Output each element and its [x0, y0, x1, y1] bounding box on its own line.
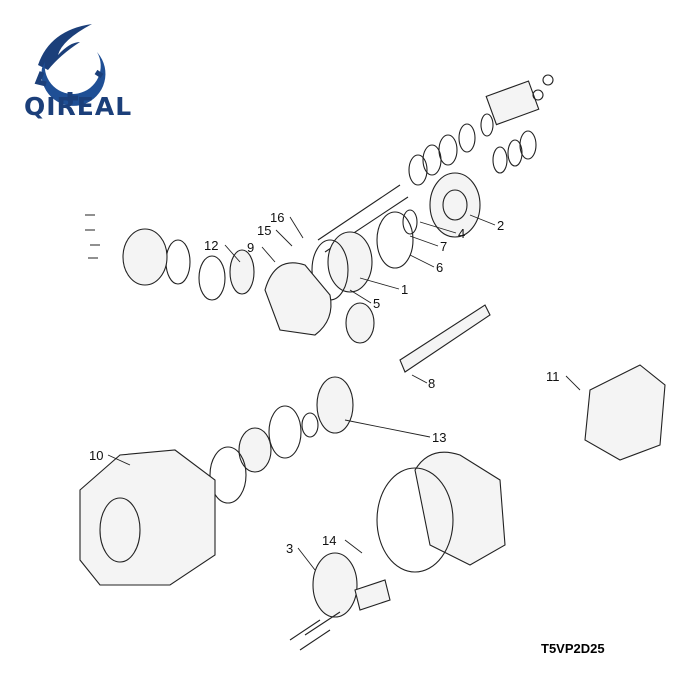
callout-10: 10 — [89, 448, 104, 463]
callout-5: 5 — [373, 296, 381, 311]
leader-lines — [107, 214, 581, 571]
callout-15: 15 — [257, 223, 272, 238]
callout-12: 12 — [204, 238, 219, 253]
middle-assembly — [79, 364, 666, 651]
callout-13: 13 — [432, 430, 447, 445]
callout-4: 4 — [458, 226, 466, 241]
upper-assembly — [85, 74, 554, 373]
callout-14: 14 — [322, 533, 337, 548]
callout-6: 6 — [436, 260, 444, 275]
callout-1: 1 — [401, 282, 409, 297]
callout-16: 16 — [270, 210, 285, 225]
callout-7: 7 — [440, 239, 448, 254]
callout-8: 8 — [428, 376, 436, 391]
brand-logo-text: QIREAL — [24, 92, 133, 121]
callout-3: 3 — [286, 541, 294, 556]
callout-11: 11 — [546, 369, 560, 384]
model-code: T5VP2D25 — [541, 641, 605, 656]
logo-mark — [34, 24, 106, 106]
callout-2: 2 — [497, 218, 505, 233]
callout-9: 9 — [247, 240, 255, 255]
